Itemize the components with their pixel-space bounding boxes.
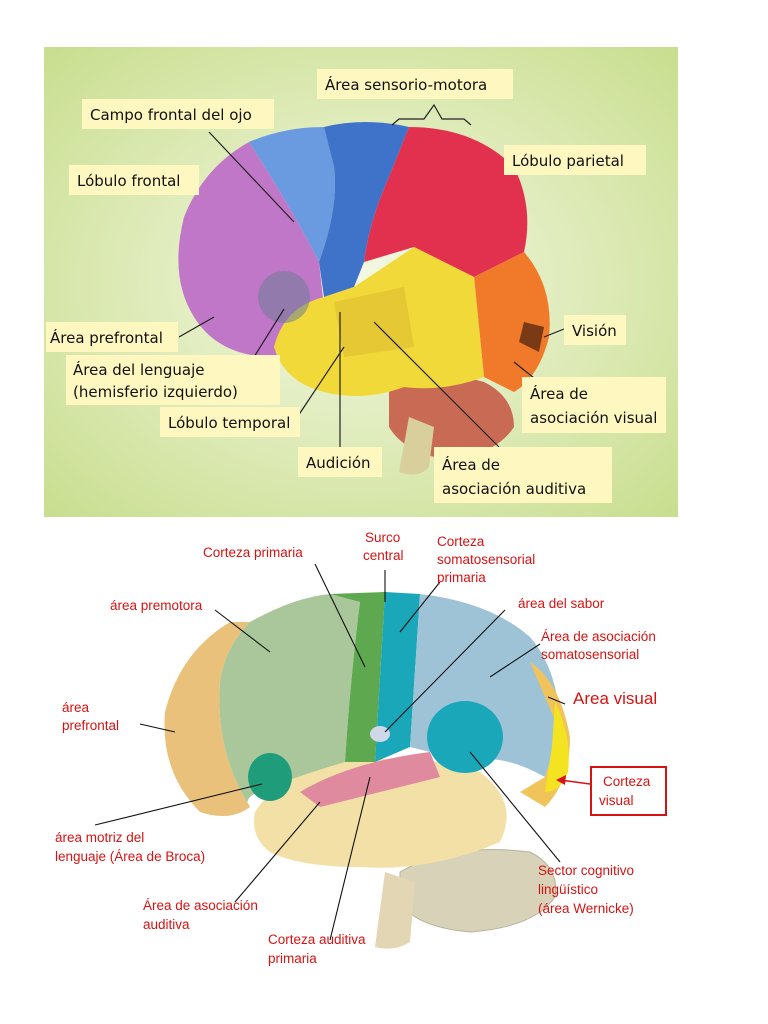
label-area-sensorio-motora: Área sensorio-motora <box>317 69 513 99</box>
label-area-asoc-aud-line1: Área de asociación <box>143 898 258 913</box>
label-area-asoc-soma-line2: somatosensorial <box>541 647 639 662</box>
label-area-asoc-auditiva: Área de asociación auditiva <box>434 447 612 503</box>
label-text-line1: Área del lenguaje <box>73 360 205 379</box>
label-text-line2: asociación auditiva <box>442 480 586 498</box>
label-lobulo-temporal: Lóbulo temporal <box>160 407 300 437</box>
label-corteza-soma-line2: somatosensorial <box>437 552 535 567</box>
label-vision: Visión <box>564 315 626 345</box>
label-area-lenguaje: Área del lenguaje (hemisferio izquierdo) <box>66 355 280 405</box>
label-text: Visión <box>572 322 617 340</box>
label-sector-cog-line1: Sector cognitivo <box>538 863 634 878</box>
label-text-line2: (hemisferio izquierdo) <box>73 383 238 401</box>
label-area-motriz-line1: área motriz del <box>55 830 144 845</box>
labeled-brain-diagram-bottom: Corteza primaria Surco central Corteza s… <box>0 522 768 992</box>
label-text: Lóbulo temporal <box>168 414 290 432</box>
labeled-brain-diagram-top: Área sensorio-motora Campo frontal del o… <box>44 47 678 517</box>
label-text-line1: Área de <box>530 384 588 403</box>
label-lobulo-parietal: Lóbulo parietal <box>504 145 646 175</box>
label-corteza-primaria: Corteza primaria <box>203 545 303 560</box>
label-text-line2: asociación visual <box>530 409 657 427</box>
label-sector-cog-line3: (área Wernicke) <box>538 901 634 916</box>
broca-area-region <box>248 753 292 801</box>
label-prefrontal-line1: área <box>62 700 90 715</box>
taste-area-region <box>370 726 390 742</box>
label-corteza-soma-line3: primaria <box>437 570 486 585</box>
label-text: Área sensorio-motora <box>325 75 487 94</box>
label-corteza-aud-line1: Corteza auditiva <box>268 932 366 947</box>
language-area-region <box>258 271 310 323</box>
label-audicion: Audición <box>298 447 382 477</box>
label-text: Lóbulo frontal <box>77 172 180 190</box>
label-area-visual: Area visual <box>573 689 657 708</box>
label-text-line1: Área de <box>442 455 500 474</box>
label-area-asoc-visual: Área de asociación visual <box>522 377 666 433</box>
label-text: Campo frontal del ojo <box>90 106 252 124</box>
label-text: Audición <box>306 454 371 472</box>
label-campo-frontal: Campo frontal del ojo <box>82 99 274 129</box>
label-corteza-visual-line2: visual <box>599 793 634 808</box>
wernicke-area-region <box>427 701 503 773</box>
label-lobulo-frontal: Lóbulo frontal <box>69 165 199 195</box>
label-corteza-soma-line1: Corteza <box>437 534 485 549</box>
label-sector-cog-line2: lingüístico <box>538 882 598 897</box>
label-text: Lóbulo parietal <box>512 152 624 170</box>
label-area-asoc-aud-line2: auditiva <box>143 917 190 932</box>
label-area-premotora: área premotora <box>110 598 203 613</box>
label-surco-line2: central <box>363 548 404 563</box>
label-area-sabor: área del sabor <box>518 596 605 611</box>
label-prefrontal-line2: prefrontal <box>62 718 119 733</box>
label-area-motriz-line2: lenguaje (Área de Broca) <box>55 849 205 864</box>
label-corteza-aud-line2: primaria <box>268 951 317 966</box>
label-text: Área prefrontal <box>50 328 163 347</box>
label-area-prefrontal: Área prefrontal <box>46 322 178 352</box>
label-corteza-visual-line1: Corteza <box>603 774 651 789</box>
label-area-asoc-soma-line1: Área de asociación <box>541 629 656 644</box>
label-surco-line1: Surco <box>365 530 400 545</box>
